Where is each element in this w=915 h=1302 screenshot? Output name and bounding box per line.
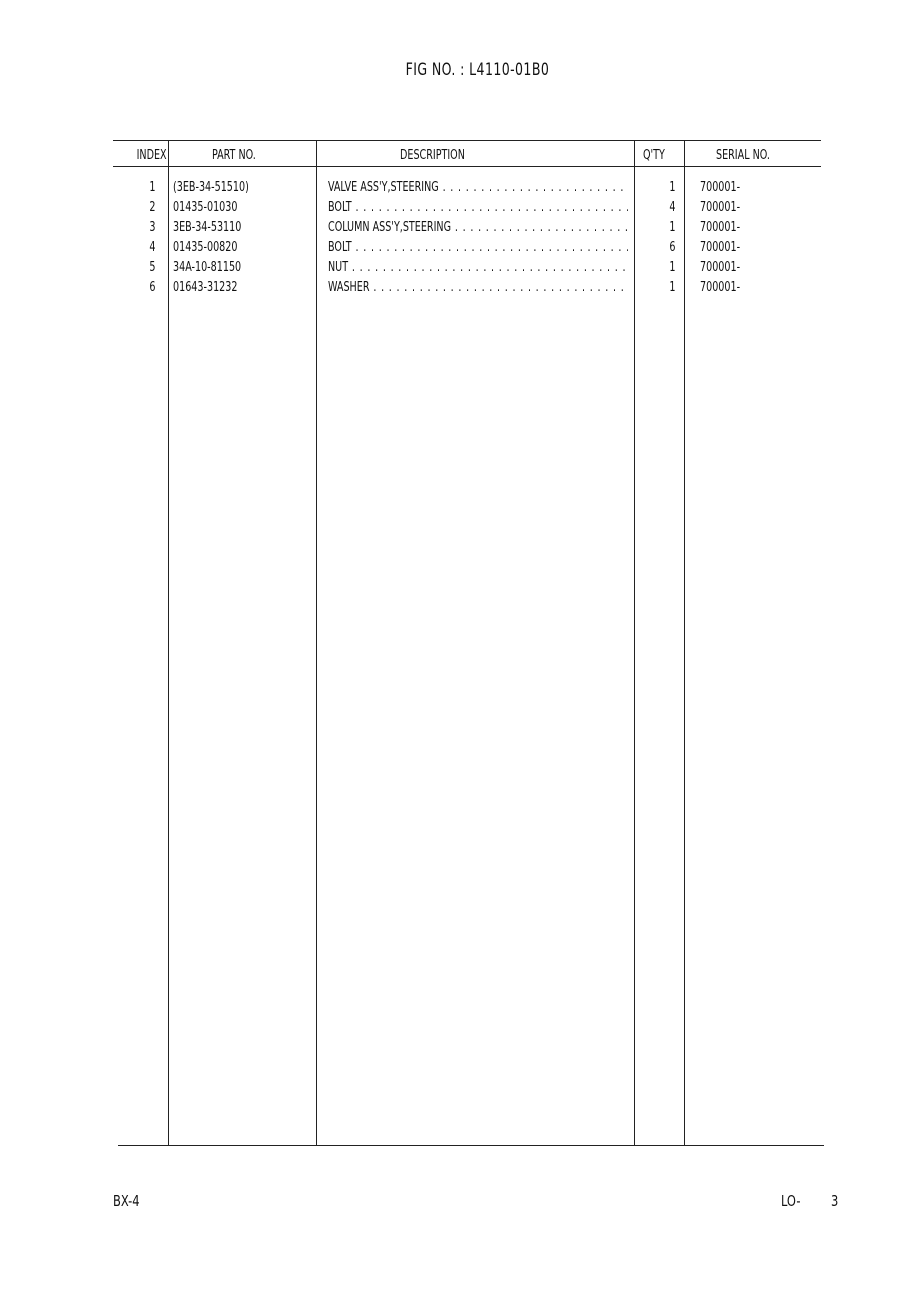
- column-divider-qty: [684, 141, 685, 1146]
- row-serial-no: 700001-: [700, 280, 741, 295]
- row-description: WASHER: [328, 280, 628, 299]
- footer-model-code: BX-4: [113, 1192, 140, 1210]
- header-serial-no: SERIAL NO.: [716, 148, 770, 163]
- header-description: DESCRIPTION: [400, 148, 465, 163]
- column-divider-description: [634, 141, 635, 1146]
- row-part-no: 01435-01030: [173, 200, 238, 215]
- row-part-no: 34A-10-81150: [173, 260, 242, 275]
- row-part-no: 3EB-34-53110: [173, 220, 242, 235]
- row-index: 4: [148, 240, 155, 255]
- row-index: 2: [148, 200, 155, 215]
- row-serial-no: 700001-: [700, 260, 741, 275]
- table-top-rule: [113, 140, 821, 141]
- row-description: VALVE ASS'Y,STEERING: [328, 180, 628, 199]
- row-description: BOLT: [328, 200, 628, 219]
- row-qty: 4: [668, 200, 675, 215]
- row-part-no: 01435-00820: [173, 240, 238, 255]
- row-qty: 1: [668, 180, 675, 195]
- row-serial-no: 700001-: [700, 200, 741, 215]
- row-serial-no: 700001-: [700, 240, 741, 255]
- row-index: 1: [148, 180, 155, 195]
- row-part-no: 01643-31232: [173, 280, 238, 295]
- row-qty: 1: [668, 280, 675, 295]
- row-serial-no: 700001-: [700, 180, 741, 195]
- row-index: 5: [148, 260, 155, 275]
- table-header-rule: [113, 166, 821, 167]
- row-description: COLUMN ASS'Y,STEERING: [328, 220, 628, 239]
- figure-number-title: FIG NO. : L4110-01B0: [405, 60, 550, 80]
- row-index: 6: [148, 280, 155, 295]
- row-qty: 1: [668, 220, 675, 235]
- header-part-no: PART NO.: [212, 148, 256, 163]
- row-qty: 1: [668, 260, 675, 275]
- header-index: INDEX: [136, 148, 167, 163]
- row-index: 3: [148, 220, 155, 235]
- table-bottom-rule: [118, 1145, 824, 1146]
- row-serial-no: 700001-: [700, 220, 741, 235]
- footer-page-number: 3: [831, 1192, 839, 1210]
- header-qty: Q'TY: [643, 148, 665, 163]
- row-part-no: (3EB-34-51510): [173, 180, 249, 195]
- column-divider-partno: [316, 141, 317, 1146]
- row-description: BOLT: [328, 240, 628, 259]
- footer-section-prefix: LO-: [781, 1192, 801, 1210]
- column-divider-index: [168, 141, 169, 1146]
- row-qty: 6: [668, 240, 675, 255]
- row-description: NUT: [328, 260, 628, 279]
